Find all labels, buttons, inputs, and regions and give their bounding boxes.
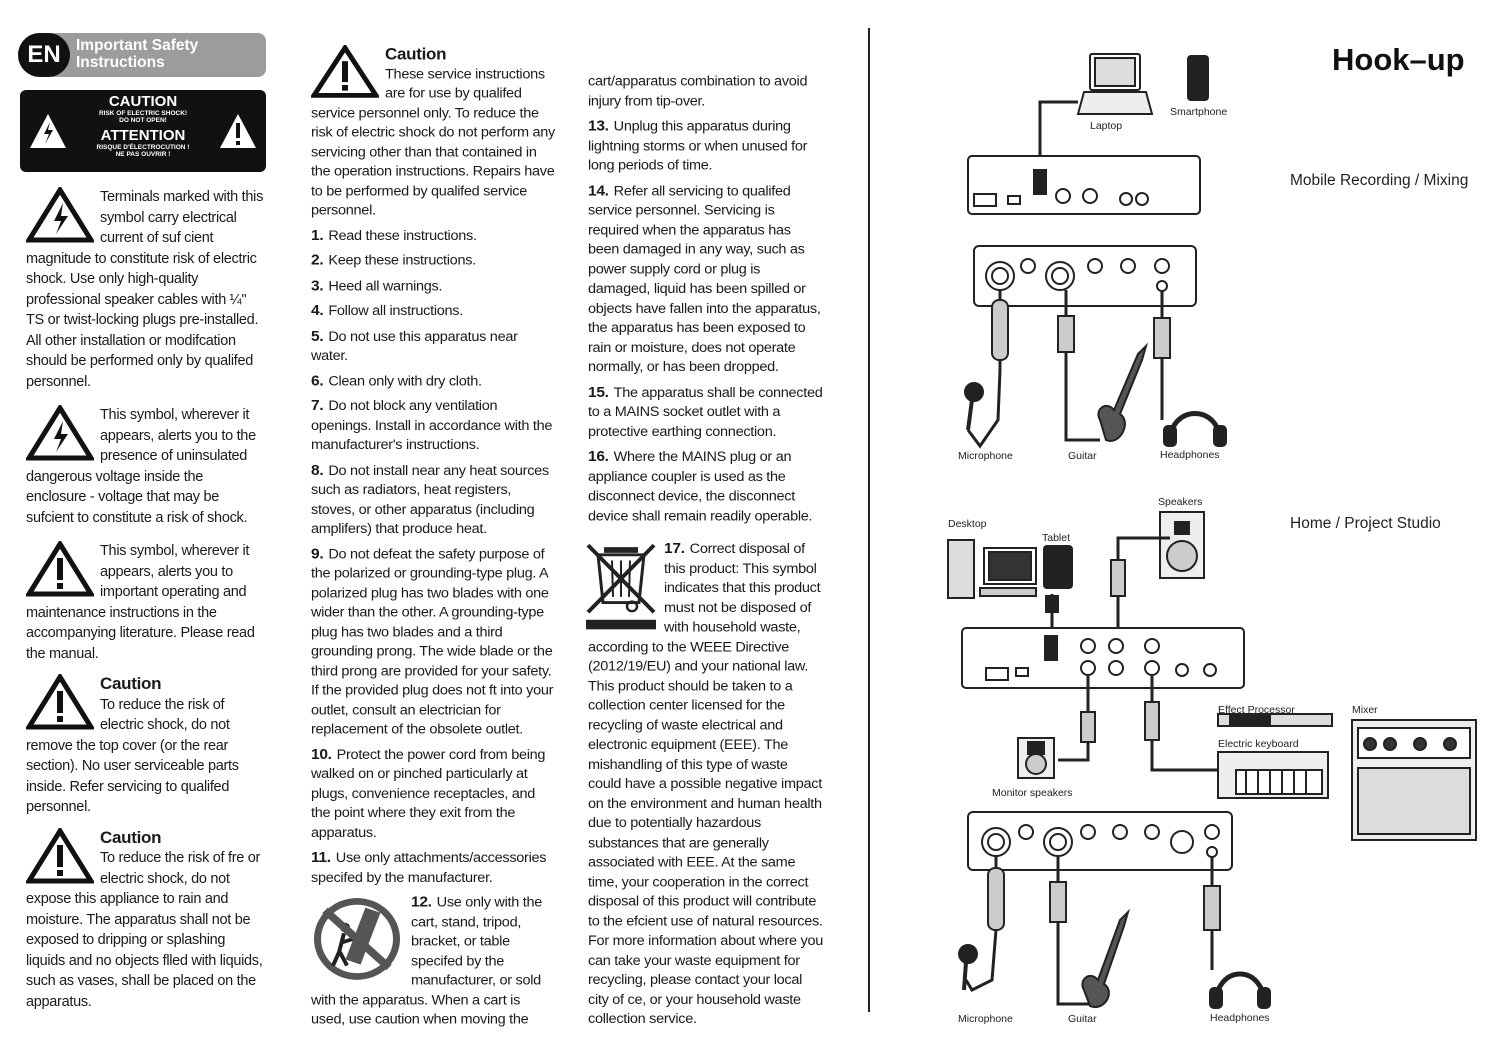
caution-block: Caution These service instructions are f… [311,45,557,220]
electric-keyboard-icon [1217,751,1329,799]
audio-interface-front [973,245,1197,307]
headphones-icon [1163,411,1227,447]
list-item: 11.Use only attachments/accessories spec… [311,849,547,886]
section-title: Important Safety Instructions [76,37,199,71]
caution-heading: Caution [100,827,162,847]
speakers-label: Speakers [1158,496,1203,508]
list-item: 3.Heed all warnings. [311,277,443,294]
caution-sub: RISK OF ELECTRIC SHOCK! [98,110,188,117]
laptop-label: Laptop [1090,120,1123,132]
guitar-label: Guitar [1068,450,1097,462]
microphone-icon [958,944,978,991]
monitor-speaker-icon [1017,737,1055,779]
microphone-icon [964,382,984,431]
list-item: 12.Use only with the cart, stand, tripod… [311,894,542,1028]
exclamation-warning-icon [311,45,379,98]
smartphone-icon [1187,55,1209,101]
list-item: 5.Do not use this apparatus near water. [311,327,518,364]
caution-text: These service instructions are for use b… [311,66,555,219]
list-item: 6.Clean only with dry cloth. [311,372,482,389]
lightning-warning-icon [26,405,94,461]
audio-interface-front [967,811,1233,871]
warning-triangle-icon [220,114,256,148]
electric-keyboard-label: Electric keyboard [1218,738,1299,750]
effect-processor-label: Effect Processor [1218,704,1295,716]
audio-interface-rear [967,155,1201,215]
column-2: Caution These service instructions are f… [311,45,557,1030]
guitar-icon [1081,908,1131,1009]
speaker-icon [1159,511,1205,579]
column-1: Terminals marked with this symbol carry … [26,187,266,1012]
hookup-title: Hook–up [1332,42,1465,77]
caution-block: Caution To reduce the risk of fre or ele… [26,827,266,1013]
list-item: 8.Do not install near any heat sources s… [311,462,549,537]
smartphone-label: Smartphone [1170,106,1228,118]
tablet-icon [1043,545,1073,589]
language-header: EN Important Safety Instructions [18,33,266,77]
list-item: 4.Follow all instructions. [311,302,463,319]
mixer-label: Mixer [1352,704,1378,716]
list-item: 15.The apparatus shall be connected to a… [588,384,823,440]
caution-heading: Caution [385,45,447,64]
cart-tipover-icon [314,898,400,980]
caution-sub: DO NOT OPEN! [119,117,167,124]
caution-label: CAUTION [108,93,178,110]
continued-text: cart/apparatus combination to avoid inju… [588,73,808,109]
attention-sub: RISQUE D'ÉLECTROCUTION ! [96,144,190,151]
warning-triangle-icon [30,114,66,148]
paragraph-text: This symbol, wherever it appears, alerts… [26,407,256,526]
safety-paragraph: Terminals marked with this symbol carry … [26,187,266,392]
headphones-icon [1209,971,1271,1009]
safety-paragraph: This symbol, wherever it appears, alerts… [26,405,266,528]
safety-paragraph: This symbol, wherever it appears, alerts… [26,541,266,664]
weee-bin-icon [586,543,656,630]
list-item: 16.Where the MAINS plug or an appliance … [588,448,813,524]
attention-label: ATTENTION [100,127,186,144]
column-3: cart/apparatus combination to avoid inju… [586,72,824,1029]
mobile-section-title: Mobile Recording / Mixing [1290,172,1469,189]
hookup-diagrams [947,53,1477,1009]
mixer-icon [1351,719,1477,841]
list-item: 10.Protect the power cord from being wal… [311,746,546,841]
paragraph-text: Terminals marked with this symbol carry … [26,189,264,390]
list-item: 17.Correct disposal of this product: Thi… [586,539,824,1029]
exclamation-warning-icon [26,827,94,883]
guitar-label: Guitar [1068,1013,1097,1025]
microphone-label: Microphone [958,450,1013,462]
list-item: 13.Unplug this apparatus during lightnin… [588,117,808,174]
desktop-label: Desktop [948,518,987,530]
exclamation-warning-icon [26,541,94,597]
guitar-icon [1097,342,1149,442]
headphones-label: Headphones [1210,1012,1270,1024]
list-item: 1.Read these instructions. [311,227,477,244]
home-section-title: Home / Project Studio [1290,515,1441,532]
list-item: 2.Keep these instructions. [311,252,476,269]
list-item: 14.Refer all servicing to qualifed servi… [588,182,821,376]
lightning-warning-icon [26,187,94,243]
list-item: 9.Do not defeat the safety purpose of th… [311,545,554,738]
paragraph-text: This symbol, wherever it appears, alerts… [26,543,255,662]
exclamation-warning-icon [26,674,94,730]
caution-heading: Caution [100,674,162,693]
headphones-label: Headphones [1160,449,1220,461]
language-badge: EN [18,33,70,77]
caution-label-box: CAUTION RISK OF ELECTRIC SHOCK! DO NOT O… [20,90,266,172]
microphone-label: Microphone [958,1013,1013,1025]
caution-text: To reduce the risk of electric shock, do… [26,696,239,816]
instruction-list: 1.Read these instructions. 2.Keep these … [311,226,557,1030]
laptop-icon [1076,53,1154,115]
list-item: 7.Do not block any ventilation openings.… [311,397,553,453]
monitor-speakers-label: Monitor speakers [992,787,1073,799]
attention-sub: NE PAS OUVRIR ! [115,151,171,158]
audio-interface-rear [961,627,1245,689]
caution-block: Caution To reduce the risk of electric s… [26,674,266,818]
caution-text: To reduce the risk of fre or electric sh… [26,850,263,1010]
tablet-label: Tablet [1042,532,1071,544]
page-divider [868,28,870,1012]
desktop-computer-icon [947,539,1037,599]
